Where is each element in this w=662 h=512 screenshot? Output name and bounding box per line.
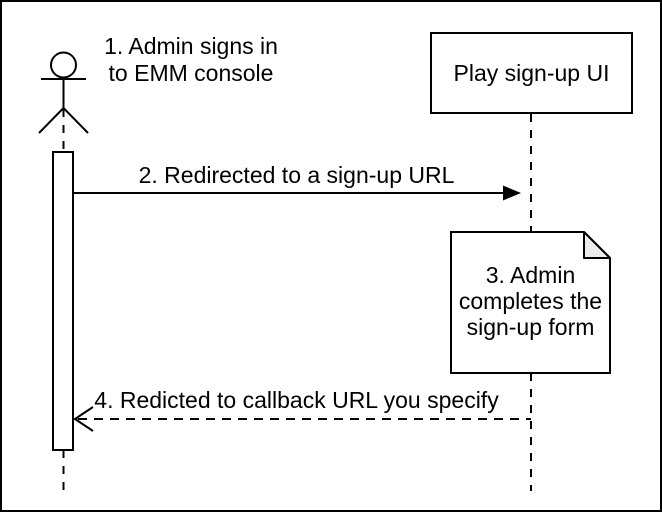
step4-message-label: 4. Redicted to callback URL you specify <box>94 387 499 413</box>
note-shape <box>450 231 611 374</box>
message2-arrowhead-icon <box>503 185 521 201</box>
actor-right-leg <box>62 107 89 134</box>
step1-label-line2: to EMM console <box>108 60 274 86</box>
step3-note-line2: completes the <box>458 288 603 314</box>
actor-head <box>50 51 77 79</box>
play-signup-ui-box: Play sign-up UI <box>430 32 633 114</box>
message2-arrow <box>74 185 521 201</box>
step1-label: 1. Admin signs in to EMM console <box>91 33 291 87</box>
note-body <box>450 231 611 374</box>
step3-note-text: 3. Admin completes the sign-up form <box>451 262 610 340</box>
stick-figure-actor-icon <box>38 51 89 134</box>
step3-note-line1: 3. Admin <box>485 262 576 288</box>
note-fold-corner-icon <box>583 231 611 259</box>
play-signup-ui-label: Play sign-up UI <box>453 59 610 86</box>
admin-activation-bar <box>52 151 74 451</box>
actor-left-leg <box>38 107 65 134</box>
message4-return-arrow <box>73 406 531 432</box>
step2-message-label: 2. Redirected to a sign-up URL <box>138 162 455 188</box>
message4-open-arrowhead-icon <box>73 406 94 432</box>
step3-note-line3: sign-up form <box>466 314 595 340</box>
step1-label-line1: 1. Admin signs in <box>104 33 278 59</box>
